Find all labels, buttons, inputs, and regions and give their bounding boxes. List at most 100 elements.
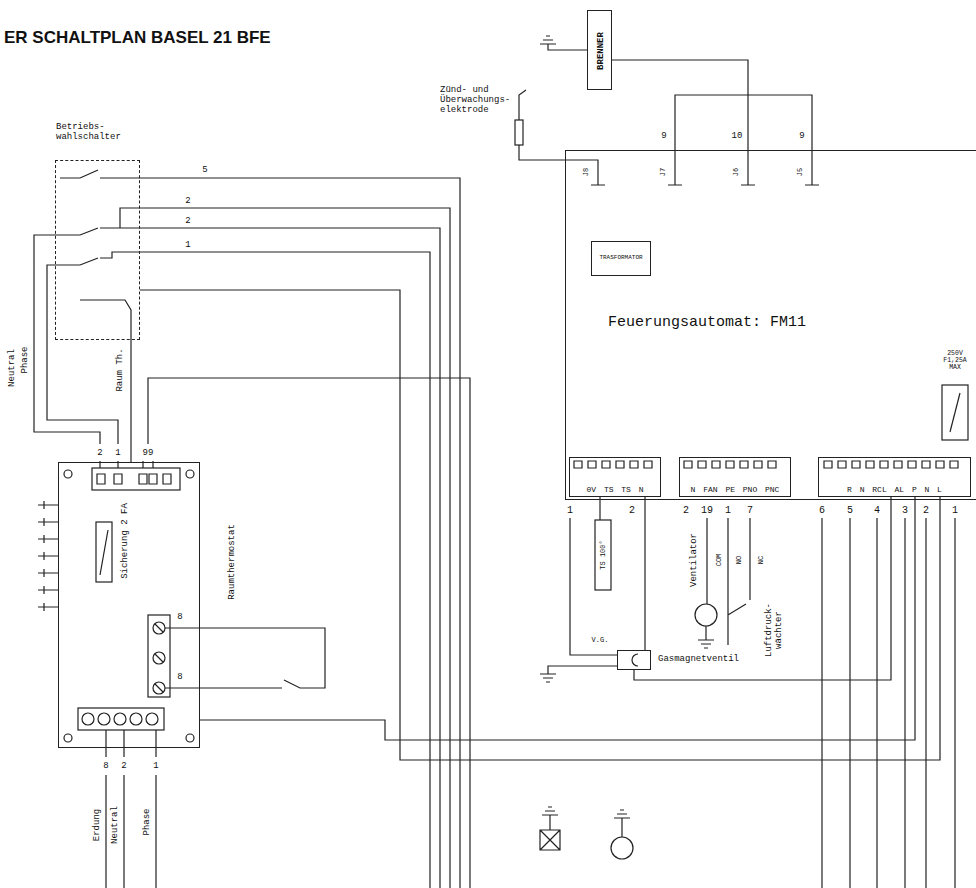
part-label: J5 bbox=[797, 168, 805, 176]
label-wrap: 1 bbox=[153, 761, 158, 772]
mounting-hole bbox=[64, 470, 72, 478]
label-wrap: 1 bbox=[952, 505, 958, 516]
terminal-screw bbox=[98, 713, 110, 725]
pin-number: 2 bbox=[629, 505, 635, 516]
label-wrap: Luftdruck- wächter bbox=[765, 599, 785, 661]
sensor-symbol bbox=[595, 520, 611, 590]
wire-connector bbox=[644, 497, 645, 650]
switch-contacts bbox=[55, 170, 460, 888]
pin-number: 8 bbox=[177, 673, 182, 683]
connector-block: R N RCL AL P N L bbox=[818, 457, 971, 497]
label-wrap: 2 bbox=[923, 505, 929, 516]
label-wrap: Neutral bbox=[110, 806, 121, 844]
gas-valve-box: Gasmagnetventil bbox=[617, 650, 651, 670]
text-wrap: TRASFORMATOR bbox=[592, 242, 650, 275]
label-wrap: 1 bbox=[115, 448, 120, 459]
wire-connector bbox=[140, 290, 940, 760]
ground-symbol bbox=[540, 36, 587, 50]
connector-block: 0V TS TS N bbox=[569, 457, 661, 497]
part-label: Raum Th. bbox=[116, 348, 126, 391]
connector-pins bbox=[574, 461, 958, 468]
fuse-wire bbox=[950, 393, 960, 432]
text-wrap: 0V TS TS N bbox=[570, 485, 660, 495]
part-label: NO bbox=[736, 556, 744, 564]
board-pins bbox=[38, 501, 58, 611]
part-label: Erdung bbox=[93, 809, 103, 841]
valve-symbol bbox=[540, 807, 560, 850]
label-wrap: 2 bbox=[185, 216, 190, 227]
label-wrap: 8 bbox=[177, 612, 182, 623]
label-wrap: V.G. bbox=[592, 636, 609, 645]
thermostat-loop bbox=[155, 624, 325, 692]
text-wrap: Sicherung 2 FA bbox=[120, 503, 131, 579]
node-text: BRENNER bbox=[596, 32, 606, 70]
label-wrap: 250V F1,25A MAX bbox=[938, 350, 972, 371]
wire-connector bbox=[634, 497, 891, 680]
label-wrap: 1 bbox=[567, 505, 573, 516]
label-wrap: NC bbox=[757, 556, 766, 564]
label-wrap: 5 bbox=[847, 505, 853, 516]
fan-wire bbox=[698, 518, 714, 648]
thermostat-wire bbox=[148, 378, 470, 888]
terminal-board: Sicherung 2 FA bbox=[58, 462, 200, 748]
part-label: TS 100° bbox=[600, 540, 608, 569]
label-wrap: Zünd- und Überwachungs- elektrode bbox=[440, 86, 518, 116]
fuse-symbol bbox=[942, 385, 968, 440]
terminal-screw bbox=[82, 713, 94, 725]
pin-number: 9 bbox=[799, 132, 804, 142]
pin-number: 2 bbox=[97, 449, 102, 459]
terminal-screw bbox=[114, 713, 126, 725]
text-wrap: Gasmagnetventil bbox=[658, 654, 739, 665]
label-wrap: J6 bbox=[732, 168, 741, 176]
pin-number: 2 bbox=[923, 505, 929, 516]
node-text: Sicherung 2 FA bbox=[121, 503, 131, 579]
label-wrap: TS 100° bbox=[599, 540, 608, 569]
wire-connector bbox=[612, 60, 748, 150]
pin-number: 10 bbox=[732, 132, 743, 142]
pin-number: 9 bbox=[661, 132, 666, 142]
label-wrap: 8 bbox=[177, 672, 182, 683]
selector-switch-box: Betriebs- wahlschalter bbox=[55, 160, 140, 340]
mounting-hole bbox=[64, 734, 72, 742]
label-wrap: Ventilator bbox=[689, 533, 700, 587]
electrode-symbol bbox=[515, 120, 523, 145]
pin-number: 1 bbox=[153, 762, 158, 772]
electrode-wire bbox=[519, 90, 598, 185]
label-wrap: 2 bbox=[683, 505, 689, 516]
text-wrap: N FAN PE PNO PNC bbox=[680, 485, 790, 495]
label-wrap: 5 bbox=[202, 165, 207, 176]
title-wrap: ER SCHALTPLAN BASEL 21 BFE bbox=[4, 28, 271, 48]
pin-number: 1 bbox=[567, 505, 573, 516]
pin-number: 8 bbox=[103, 762, 108, 772]
label-wrap: 4 bbox=[874, 505, 880, 516]
label-wrap: 2 bbox=[121, 761, 126, 772]
pin-number: 5 bbox=[847, 505, 853, 516]
pressure-switch bbox=[728, 518, 750, 645]
transformer-box: TRASFORMATOR bbox=[591, 241, 651, 276]
terminal-block bbox=[78, 708, 164, 730]
node-text: 0V TS TS N bbox=[586, 486, 643, 495]
valve-coil bbox=[632, 654, 638, 666]
part-label: 250V F1,25A MAX bbox=[938, 350, 972, 371]
pin-number: 1 bbox=[725, 505, 731, 516]
node-text: Betriebs- wahlschalter bbox=[56, 123, 141, 143]
part-label: Zünd- und Überwachungs- elektrode bbox=[440, 86, 518, 116]
control-wires bbox=[822, 518, 955, 888]
text-wrap: Feuerungsautomat: FM11 bbox=[608, 314, 806, 332]
burner-box: BRENNER bbox=[587, 10, 612, 90]
node-text: Gasmagnetventil bbox=[658, 655, 739, 665]
terminal-screw bbox=[130, 713, 142, 725]
text-wrap: BRENNER bbox=[595, 32, 606, 70]
label-wrap: J8 bbox=[582, 168, 591, 176]
terminal-screw bbox=[146, 713, 158, 725]
pump-symbol bbox=[611, 837, 633, 859]
label-wrap: COM bbox=[715, 554, 724, 567]
part-label: Phase bbox=[21, 346, 31, 373]
part-label: J6 bbox=[733, 168, 741, 176]
pin-number: 7 bbox=[747, 505, 753, 516]
burner-wire bbox=[675, 95, 812, 185]
label-wrap: Phase bbox=[20, 346, 31, 373]
label-wrap: 2 bbox=[97, 448, 102, 459]
pin-number: 5 bbox=[202, 166, 207, 176]
